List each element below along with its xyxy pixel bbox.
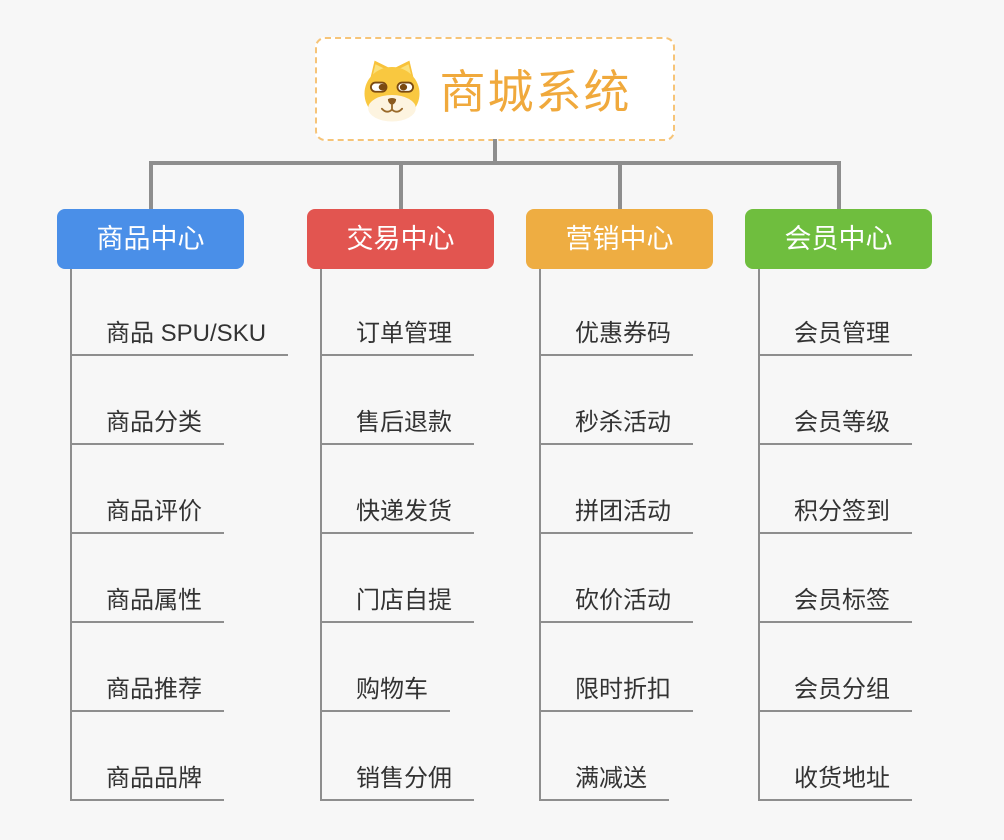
branch-trunk-line [539, 269, 541, 801]
child-node-2-1[interactable]: 订单管理 [320, 319, 474, 356]
root-title: 商城系统 [439, 66, 632, 118]
connector-line [493, 139, 497, 163]
connector-line [836, 161, 841, 211]
child-node-4-1[interactable]: 会员管理 [758, 319, 912, 356]
child-node-4-5[interactable]: 会员分组 [758, 675, 912, 712]
child-node-4-6[interactable]: 收货地址 [758, 764, 912, 801]
child-node-4-4[interactable]: 会员标签 [758, 586, 912, 623]
connector-line [398, 161, 403, 211]
child-node-3-3[interactable]: 拼团活动 [539, 497, 693, 534]
child-node-3-5[interactable]: 限时折扣 [539, 675, 693, 712]
child-node-1-2[interactable]: 商品分类 [70, 408, 224, 445]
child-node-1-1[interactable]: 商品 SPU/SKU [70, 319, 289, 356]
child-node-3-6[interactable]: 满减送 [539, 764, 669, 801]
child-node-3-4[interactable]: 砍价活动 [539, 586, 693, 623]
child-node-3-1[interactable]: 优惠券码 [539, 319, 693, 356]
dog-icon [364, 60, 419, 122]
child-node-4-3[interactable]: 积分签到 [758, 497, 912, 534]
branch-header-4[interactable]: 会员中心 [745, 209, 932, 269]
branch-header-3[interactable]: 营销中心 [526, 209, 713, 269]
child-node-2-3[interactable]: 快递发货 [320, 497, 474, 534]
connector-line [148, 161, 841, 165]
child-node-4-2[interactable]: 会员等级 [758, 408, 912, 445]
branch-header-1[interactable]: 商品中心 [57, 209, 244, 269]
branch-trunk-line [320, 269, 322, 801]
child-node-3-2[interactable]: 秒杀活动 [539, 408, 693, 445]
child-node-2-4[interactable]: 门店自提 [320, 586, 474, 623]
connector-line [617, 161, 622, 211]
child-node-1-4[interactable]: 商品属性 [70, 586, 224, 623]
child-node-2-2[interactable]: 售后退款 [320, 408, 474, 445]
child-node-2-6[interactable]: 销售分佣 [320, 764, 474, 801]
child-node-1-6[interactable]: 商品品牌 [70, 764, 224, 801]
connector-line [148, 161, 153, 211]
branch-trunk-line [70, 269, 72, 801]
branch-header-2[interactable]: 交易中心 [307, 209, 494, 269]
child-node-1-5[interactable]: 商品推荐 [70, 675, 224, 712]
child-node-1-3[interactable]: 商品评价 [70, 497, 224, 534]
child-node-2-5[interactable]: 购物车 [320, 675, 450, 712]
root-node[interactable]: 商城系统 [315, 37, 675, 141]
branch-trunk-line [758, 269, 760, 801]
